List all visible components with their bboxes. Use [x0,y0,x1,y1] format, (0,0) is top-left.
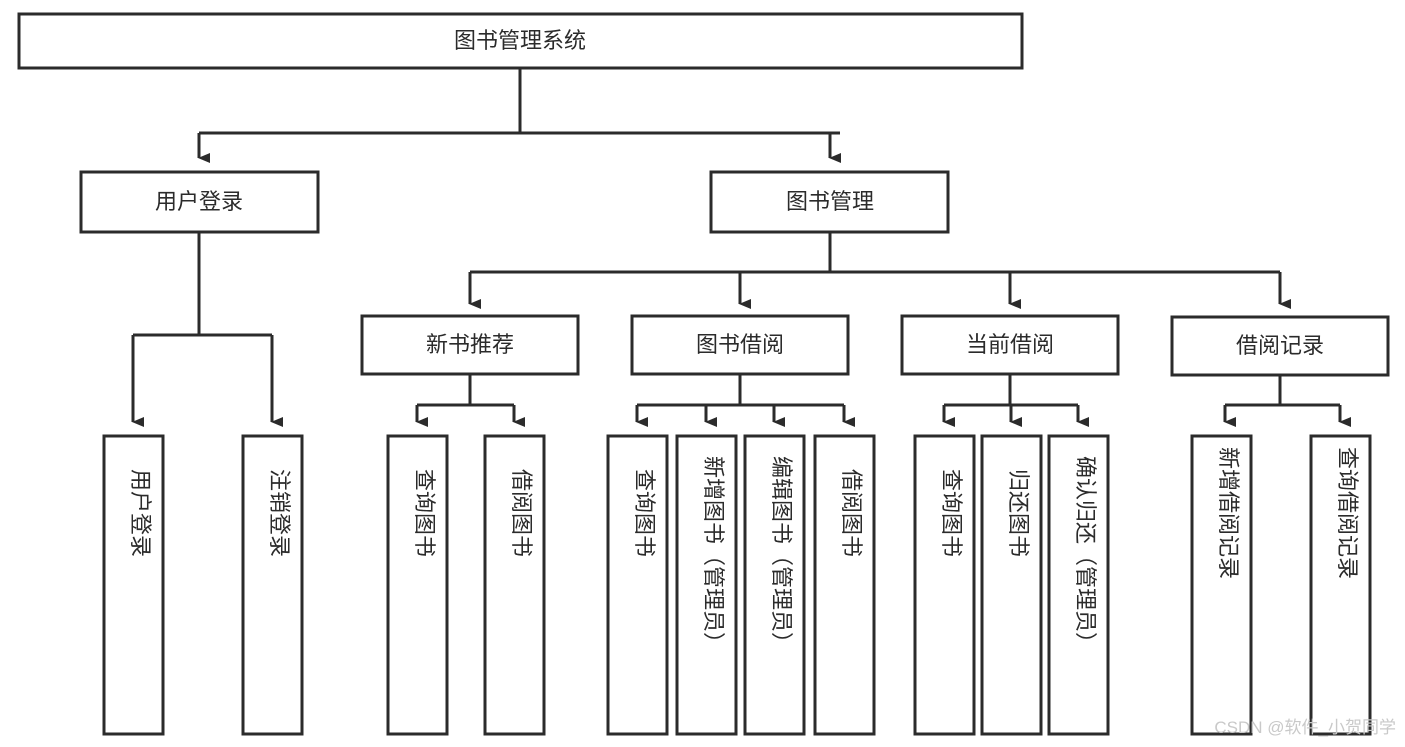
leaf-current-borrow-1-box[interactable] [913,434,976,736]
leaf-borrow-record-1-label: 新增借阅记录 [1216,447,1241,579]
node-book-borrow-label: 图书借阅 [696,332,784,357]
node-current-borrow[interactable]: 当前借阅 [900,314,1120,376]
leaf-book-borrow-4-box[interactable] [813,434,876,736]
node-user-login-box[interactable] [79,170,320,234]
leaf-user-login-1[interactable]: 用户登录 [102,434,165,736]
leaf-new-book-2-label: 借阅图书 [509,469,534,557]
leaf-book-borrow-1[interactable]: 查询图书 [606,434,669,736]
leaf-current-borrow-1-label: 查询图书 [939,469,964,557]
leaf-book-borrow-2-box[interactable] [675,434,738,736]
node-book-borrow-box[interactable] [630,314,850,376]
node-borrow-record-box[interactable] [1170,315,1390,377]
leaf-borrow-record-2-box[interactable] [1309,434,1372,736]
node-user-login[interactable]: 用户登录 [79,170,320,234]
leaf-current-borrow-1[interactable]: 查询图书 [913,434,976,736]
leaf-book-borrow-3-box[interactable] [743,434,806,736]
node-root-system[interactable]: 图书管理系统 [17,12,1024,70]
leaf-book-borrow-4-label: 借阅图书 [839,469,864,557]
connector-layer [131,68,1351,427]
leaf-user-login-1-box[interactable] [102,434,165,736]
leaf-book-borrow-3-label: 编辑图书（管理员） [769,456,794,654]
node-borrow-record[interactable]: 借阅记录 [1170,315,1390,377]
leaf-borrow-record-1-box[interactable] [1190,434,1253,736]
node-root-label: 图书管理系统 [454,28,586,53]
leaf-current-borrow-3-box[interactable] [1047,434,1110,736]
leaf-book-borrow-4[interactable]: 借阅图书 [813,434,876,736]
leaf-book-borrow-2-label: 新增图书（管理员） [701,456,726,654]
leaf-new-book-2[interactable]: 借阅图书 [483,434,546,736]
leaf-user-login-1-label: 用户登录 [128,469,153,557]
node-current-borrow-box[interactable] [900,314,1120,376]
leaf-user-login-2[interactable]: 注销登录 [241,434,304,736]
leaf-user-login-2-label: 注销登录 [267,469,292,557]
leaf-new-book-2-box[interactable] [483,434,546,736]
leaf-book-borrow-3[interactable]: 编辑图书（管理员） [743,434,806,736]
leaf-new-book-1[interactable]: 查询图书 [386,434,449,736]
node-user-login-label: 用户登录 [155,189,243,214]
node-book-management-box[interactable] [709,170,950,234]
node-new-book-recommend-box[interactable] [360,314,580,376]
leaf-borrow-record-2[interactable]: 查询借阅记录 [1309,434,1372,736]
node-book-management[interactable]: 图书管理 [709,170,950,234]
leaf-current-borrow-2-label: 归还图书 [1006,469,1031,557]
leaf-borrow-record-1[interactable]: 新增借阅记录 [1190,434,1253,736]
leaf-new-book-1-label: 查询图书 [412,469,437,557]
leaf-borrow-record-2-label: 查询借阅记录 [1335,447,1360,579]
node-new-book-recommend[interactable]: 新书推荐 [360,314,580,376]
node-new-book-recommend-label: 新书推荐 [426,332,514,357]
node-current-borrow-label: 当前借阅 [966,332,1054,357]
node-book-borrow[interactable]: 图书借阅 [630,314,850,376]
leaf-new-book-1-box[interactable] [386,434,449,736]
node-book-management-label: 图书管理 [786,189,874,214]
leaf-current-borrow-2-box[interactable] [980,434,1043,736]
node-root-box[interactable] [17,12,1024,70]
leaf-book-borrow-1-label: 查询图书 [632,469,657,557]
leaf-user-login-2-box[interactable] [241,434,304,736]
leaf-current-borrow-2[interactable]: 归还图书 [980,434,1043,736]
leaf-current-borrow-3-label: 确认归还（管理员） [1073,456,1098,654]
leaf-book-borrow-2[interactable]: 新增图书（管理员） [675,434,738,736]
leaf-book-borrow-1-box[interactable] [606,434,669,736]
leaf-current-borrow-3[interactable]: 确认归还（管理员） [1047,434,1110,736]
node-borrow-record-label: 借阅记录 [1236,333,1324,358]
watermark-label: CSDN @软件_小贺同学 [1214,718,1396,737]
